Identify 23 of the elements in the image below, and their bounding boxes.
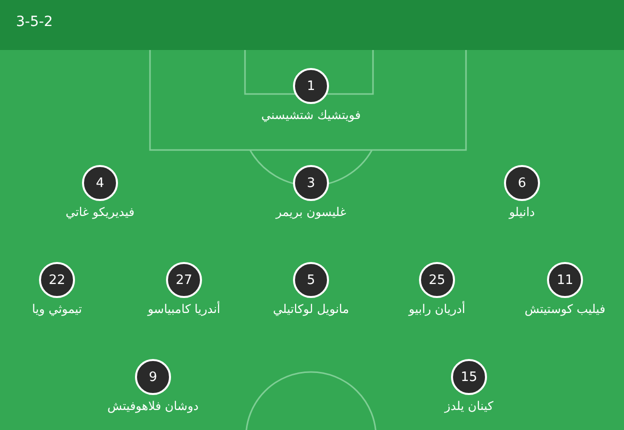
player-name: أندريا كامبياسو [148, 302, 220, 316]
player-name: كينان يلدز [444, 399, 494, 413]
player-number-marker: 25 [419, 262, 455, 298]
player-number-marker: 27 [166, 262, 202, 298]
formation-label: 3-5-2 [16, 14, 53, 30]
player-number-marker: 4 [82, 165, 118, 201]
player-name: مانويل لوكاتيلي [272, 302, 350, 316]
player-name: دانيلو [509, 205, 535, 219]
player-name: تيموثي ويا [32, 302, 82, 316]
player-number-marker: 22 [39, 262, 75, 298]
player-name: فيديريكو غاتي [66, 205, 134, 219]
player-name: غليسون بريمر [276, 205, 346, 219]
player-number-marker: 6 [504, 165, 540, 201]
player-number-marker: 9 [135, 359, 171, 395]
player-number-marker: 5 [293, 262, 329, 298]
player-number-marker: 3 [293, 165, 329, 201]
player-number-marker: 15 [451, 359, 487, 395]
player-name: أدريان رابيو [408, 302, 466, 316]
player-name: فيليب كوستيتش [524, 302, 606, 316]
player-name: فويتشيك شتشيسني [261, 108, 361, 122]
player-number-marker: 11 [547, 262, 583, 298]
player-number-marker: 1 [293, 68, 329, 104]
player-name: دوشان فلاهوفيتش [107, 399, 199, 413]
